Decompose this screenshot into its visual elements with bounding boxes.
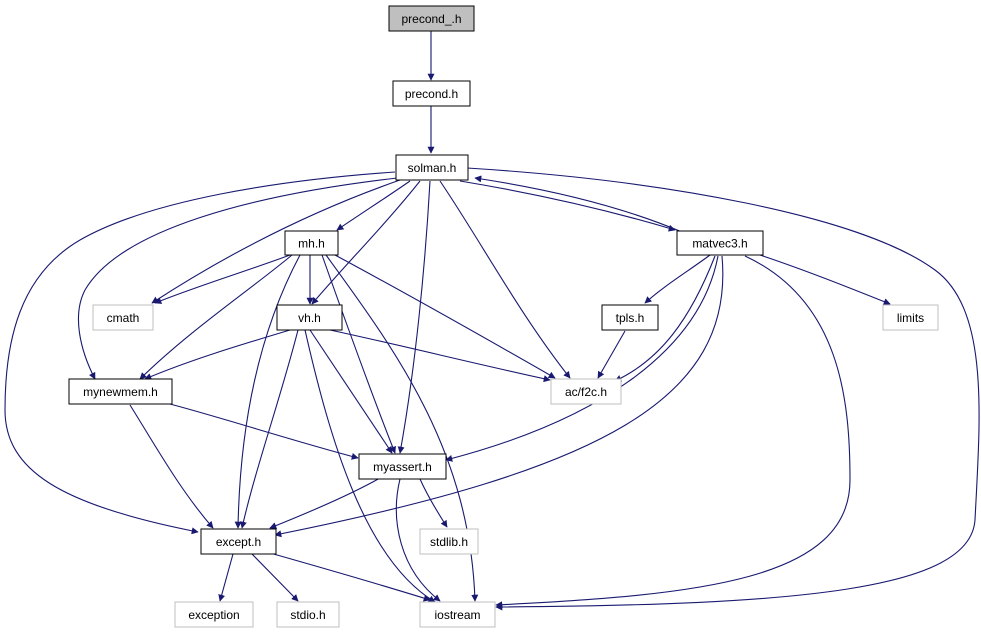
node-label: precond.h (405, 87, 458, 101)
nodes: precond_.h precond.h solman.h mh.h matve… (68, 5, 939, 628)
node-label: cmath (107, 311, 140, 325)
node-label: tpls.h (616, 311, 645, 325)
node-label: myassert.h (373, 460, 432, 474)
edge-solman-h-to-ac-f2c-h (439, 180, 571, 379)
node-except-h[interactable]: except.h (200, 528, 277, 555)
edge-mh-h-to-ac-f2c-h (334, 254, 556, 379)
node-myassert-h[interactable]: myassert.h (358, 453, 447, 480)
node-tpls-h[interactable]: tpls.h (601, 304, 659, 331)
edge-solman-h-to-vh-h (311, 180, 421, 305)
edge-vh-h-to-ac-f2c-h (329, 329, 551, 383)
node-limits[interactable]: limits (882, 304, 939, 331)
node-label: stdlib.h (430, 535, 468, 549)
node-iostream[interactable]: iostream (419, 601, 496, 628)
edge-matvec3-h-to-ac-f2c-h (614, 255, 716, 382)
edge-mh-h-to-mynewmem-h (139, 254, 293, 380)
node-label: except.h (216, 535, 261, 549)
node-mynewmem-h[interactable]: mynewmem.h (68, 378, 173, 405)
node-label: matvec3.h (692, 237, 747, 251)
edge-solman-h-to-except-h (4, 171, 396, 535)
edges (4, 31, 980, 611)
edge-mynewmem-h-to-myassert-h (169, 403, 359, 460)
node-label: precond_.h (401, 12, 461, 26)
edge-myassert-h-to-iostream (395, 478, 441, 602)
node-matvec3-h[interactable]: matvec3.h (676, 230, 764, 256)
node-vh-h[interactable]: vh.h (276, 304, 343, 331)
node-label: limits (897, 311, 924, 325)
node-stdlib-h[interactable]: stdlib.h (419, 528, 479, 555)
edge-solman-h-to-cmath (151, 179, 401, 304)
edge-vh-h-to-mynewmem-h (144, 329, 291, 380)
node-label: solman.h (408, 161, 457, 175)
edge-matvec3-h-to-solman-h (474, 175, 683, 233)
node-solman-h[interactable]: solman.h (395, 154, 469, 181)
edge-solman-h-to-matvec3-h (459, 180, 676, 232)
node-mh-h[interactable]: mh.h (284, 230, 339, 256)
node-label: vh.h (298, 311, 321, 325)
edge-solman-h-to-myassert-h (397, 180, 431, 454)
node-cmath[interactable]: cmath (92, 304, 154, 331)
node-ac-f2c-h[interactable]: ac/f2c.h (550, 378, 622, 405)
node-exception[interactable]: exception (174, 601, 254, 628)
edge-matvec3-h-to-except-h (274, 255, 724, 538)
edge-vh-h-to-except-h (239, 329, 299, 529)
node-precond-h-root[interactable]: precond_.h (388, 5, 475, 32)
edge-except-h-to-iostream (269, 552, 431, 602)
node-label: exception (188, 608, 239, 622)
edge-mh-h-to-except-h (234, 254, 301, 529)
edge-mh-h-to-cmath (154, 254, 291, 304)
edge-except-h-to-exception (218, 553, 234, 602)
edge-matvec3-h-to-tpls-h (644, 254, 711, 304)
edge-matvec3-h-to-iostream (495, 255, 851, 609)
edge-solman-h-to-mh-h (336, 180, 411, 231)
edge-mh-h-to-myassert-h (321, 254, 396, 454)
edge-matvec3-h-to-limits (759, 254, 891, 305)
edge-solman-h-to-mynewmem-h (78, 177, 398, 380)
edge-myassert-h-to-except-h (269, 477, 381, 529)
node-label: iostream (434, 608, 480, 622)
node-precond-h[interactable]: precond.h (392, 80, 471, 107)
edge-vh-h-to-myassert-h (309, 329, 393, 454)
edge-myassert-h-to-stdlib-h (419, 478, 448, 528)
node-label: mynewmem.h (83, 385, 158, 399)
node-label: ac/f2c.h (565, 385, 607, 399)
edge-solman-h-to-iostream (466, 167, 980, 611)
edge-mynewmem-h-to-except-h (129, 404, 214, 529)
edge-except-h-to-stdio-h (251, 553, 299, 602)
node-label: stdio.h (290, 608, 325, 622)
node-stdio-h[interactable]: stdio.h (276, 601, 340, 628)
edge-matvec3-h-to-myassert-h (445, 255, 719, 462)
edge-tpls-h-to-ac-f2c-h (597, 330, 626, 379)
node-label: mh.h (298, 237, 325, 251)
